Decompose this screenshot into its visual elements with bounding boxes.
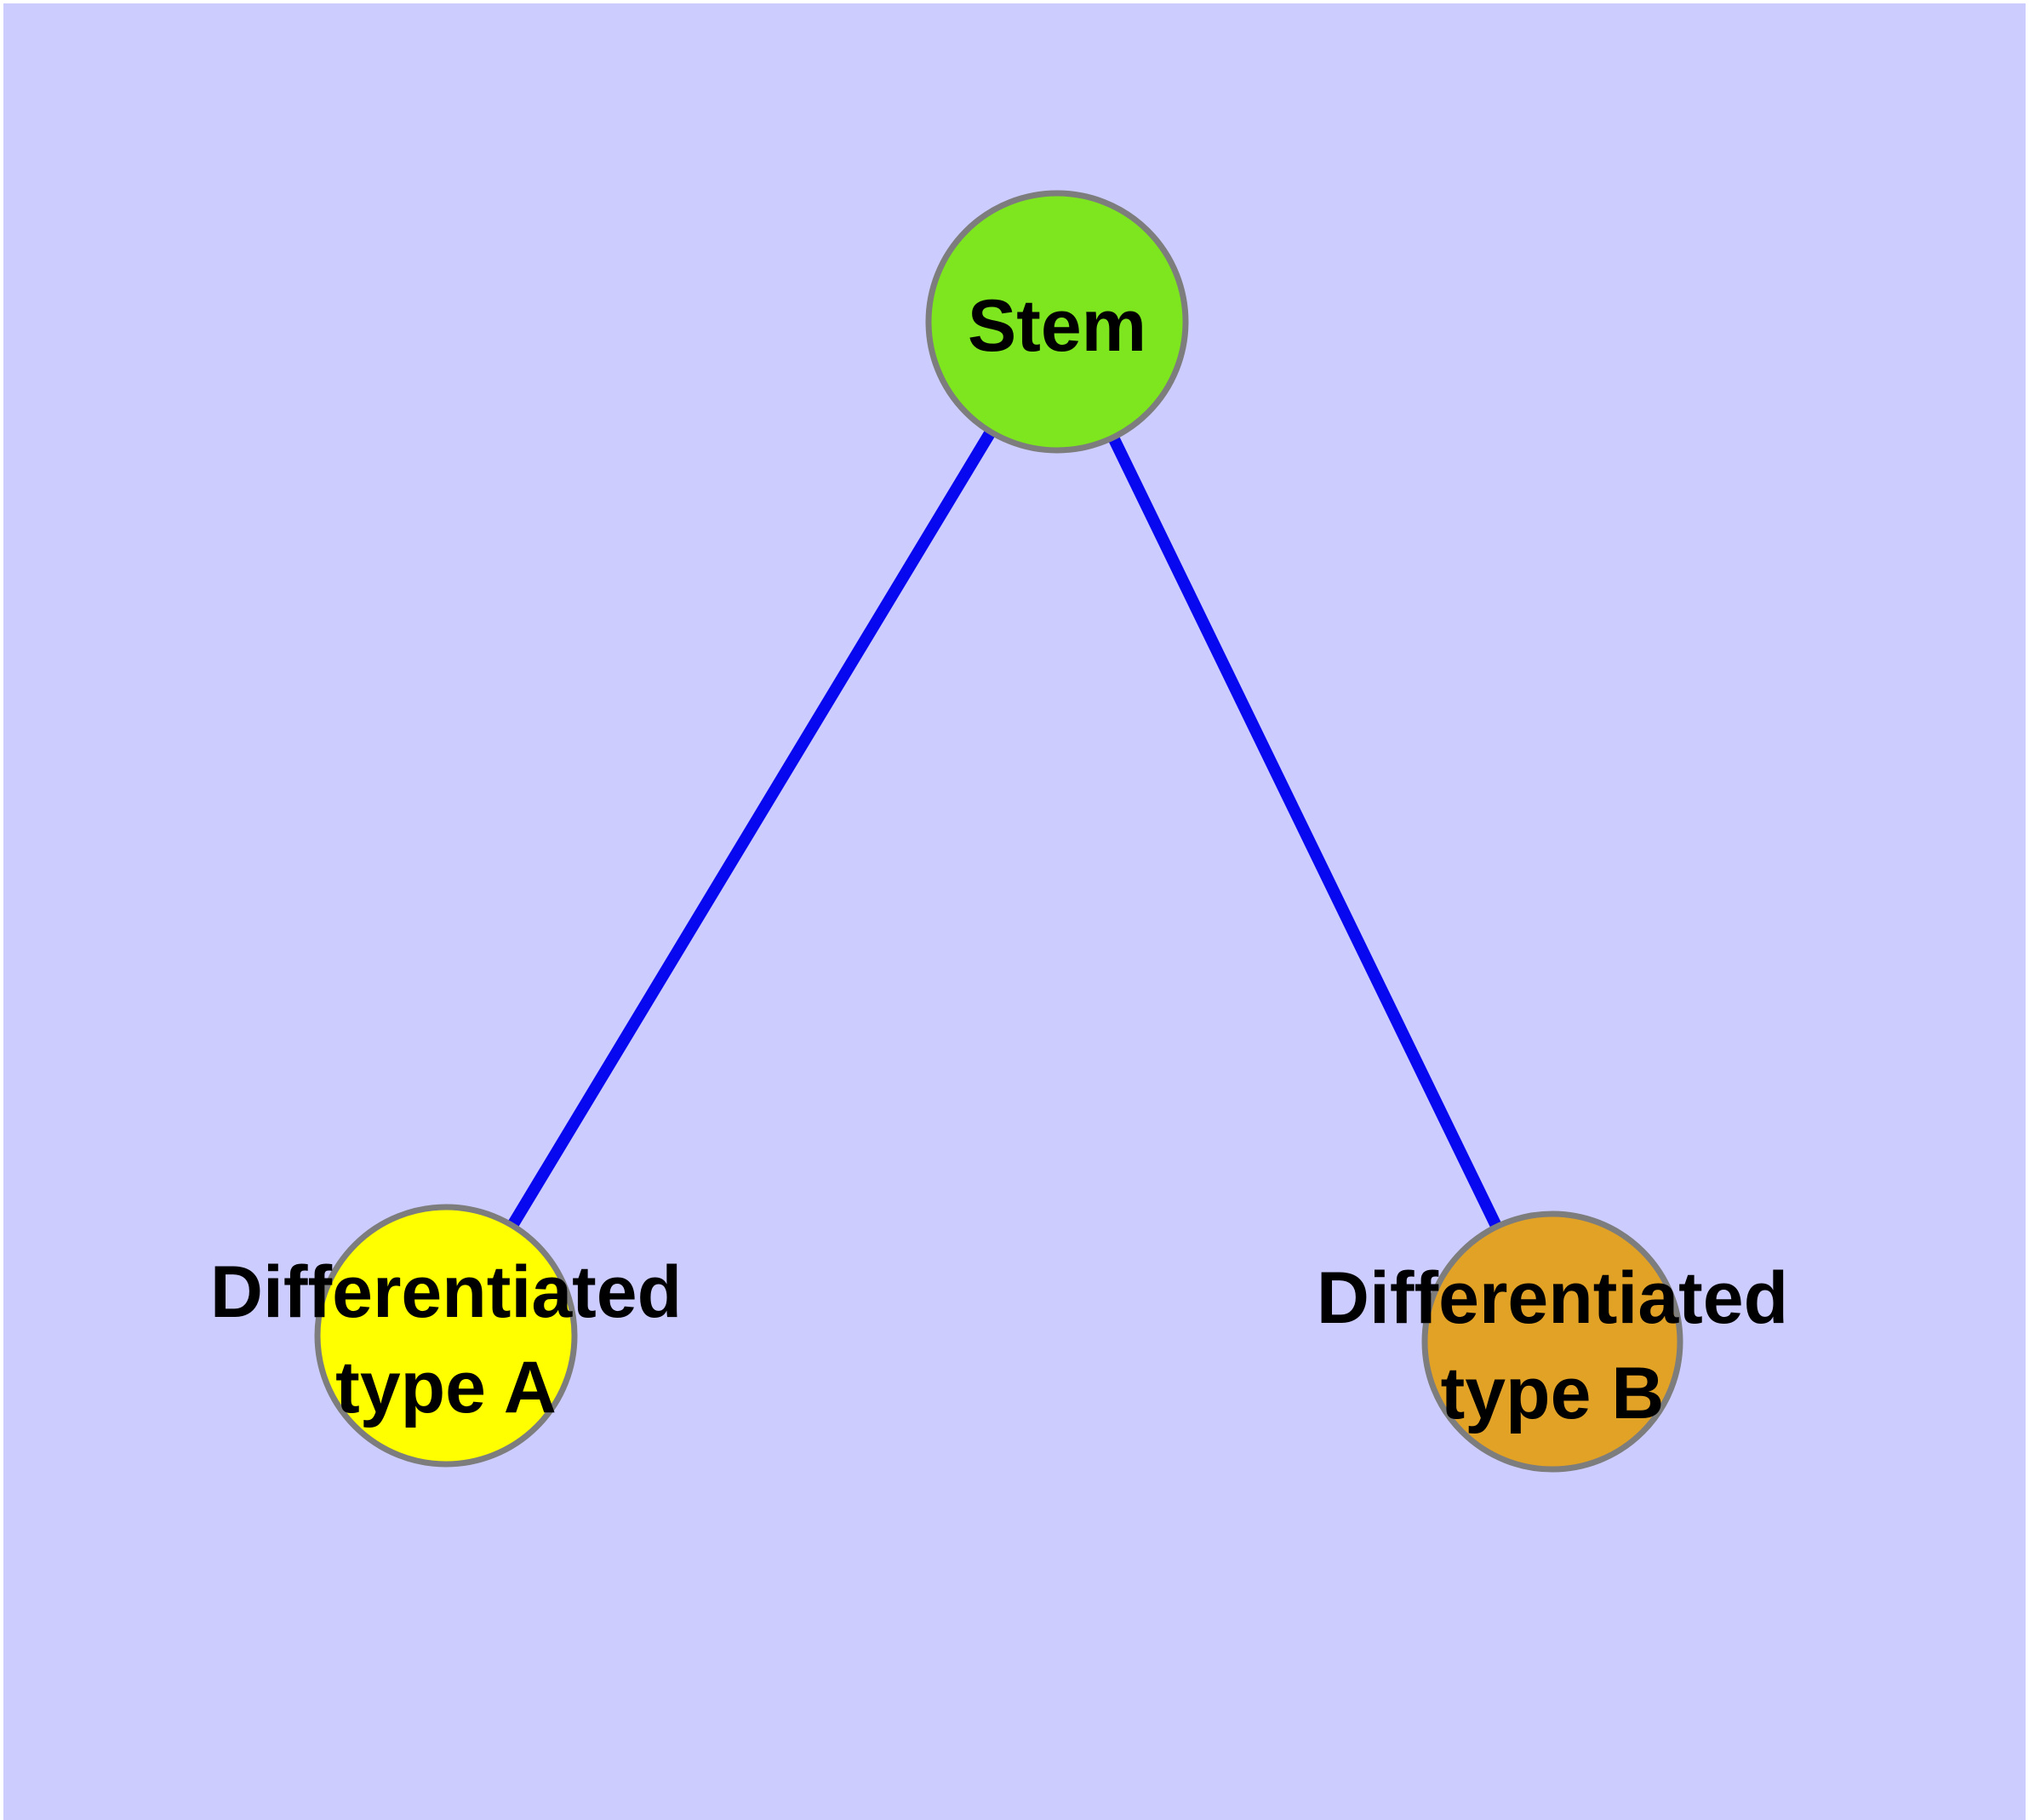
node-diff-a — [314, 1204, 578, 1468]
label-diff-b: Differentiated type B — [1316, 1257, 1789, 1434]
edge-stem-diff-a — [441, 318, 1062, 1339]
edge-stem-diff-b — [1051, 318, 1558, 1345]
label-diff-a: Differentiated type A — [209, 1251, 683, 1428]
node-stem — [925, 190, 1189, 454]
label-stem: Stem — [967, 285, 1147, 367]
graph-svg — [3, 3, 2026, 1820]
node-diff-b — [1421, 1210, 1683, 1473]
